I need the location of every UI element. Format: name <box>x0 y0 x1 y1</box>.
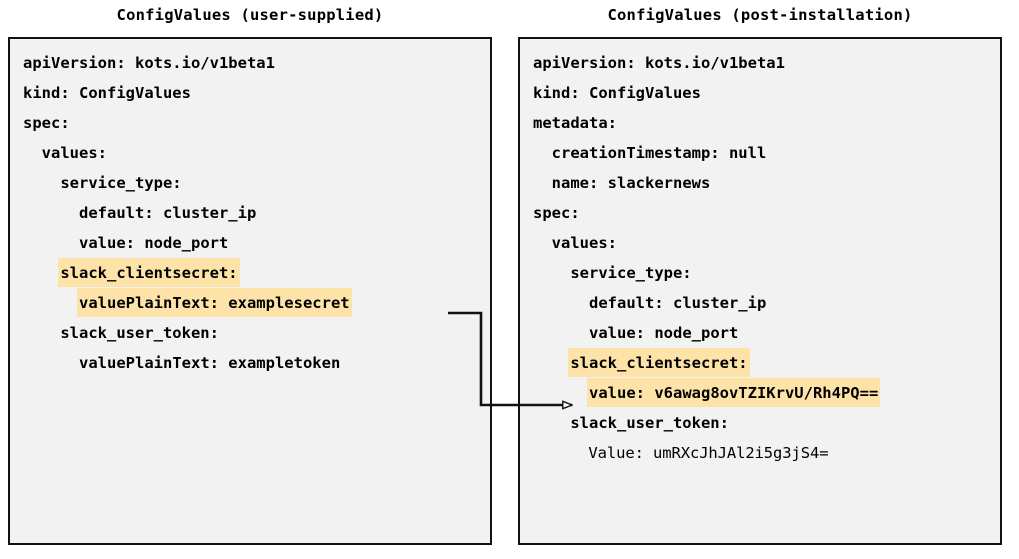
code-line-indent <box>21 204 77 222</box>
code-line: kind: ConfigValues <box>520 78 1000 108</box>
code-line-indent <box>21 324 58 342</box>
code-line-text: default: cluster_ip <box>589 294 767 312</box>
code-line: value: v6awag8ovTZIKrvU/Rh4PQ== <box>520 378 1000 408</box>
code-line: values: <box>520 228 1000 258</box>
code-line-text: valuePlainText: exampletoken <box>79 354 341 372</box>
code-line: metadata: <box>520 108 1000 138</box>
code-line-indent <box>531 324 587 342</box>
code-line: slack_user_token: <box>10 318 490 348</box>
right-code-box: apiVersion: kots.io/v1beta1 kind: ConfigV… <box>518 37 1002 545</box>
code-line: value: node_port <box>10 228 490 258</box>
code-line: kind: ConfigValues <box>10 78 490 108</box>
code-line: slack_clientsecret: <box>520 348 1000 378</box>
code-line-text: slack_clientsecret: <box>568 348 750 377</box>
code-line-indent <box>531 264 568 282</box>
code-line-text: slack_user_token: <box>60 324 219 342</box>
code-line-text: value: node_port <box>589 324 739 342</box>
code-line: service_type: <box>10 168 490 198</box>
code-line: valuePlainText: examplesecret <box>10 288 490 318</box>
code-line-text: values: <box>41 144 107 162</box>
code-line-text: kind: ConfigValues <box>23 84 191 102</box>
code-line: spec: <box>10 108 490 138</box>
code-line-indent <box>21 174 58 192</box>
code-line-text: metadata: <box>533 114 617 132</box>
code-line-indent <box>531 414 568 432</box>
code-line: creationTimestamp: null <box>520 138 1000 168</box>
code-line-indent <box>531 234 550 252</box>
code-line-text: spec: <box>23 114 70 132</box>
code-line-indent <box>531 354 568 372</box>
right-panel: ConfigValues (post-installation) apiVers… <box>516 0 1012 559</box>
right-code-lines: apiVersion: kots.io/v1beta1 kind: ConfigV… <box>520 48 1000 468</box>
code-line-indent <box>21 264 58 282</box>
code-line-text: apiVersion: kots.io/v1beta1 <box>533 54 785 72</box>
code-line: Value: umRXcJhJAl2i5g3jS4= <box>520 438 1000 468</box>
code-line: valuePlainText: exampletoken <box>10 348 490 378</box>
code-line-indent <box>21 354 77 372</box>
code-line: service_type: <box>520 258 1000 288</box>
left-code-lines: apiVersion: kots.io/v1beta1 kind: ConfigV… <box>10 48 490 378</box>
code-line: slack_user_token: <box>520 408 1000 438</box>
code-line-text: valuePlainText: examplesecret <box>77 288 352 317</box>
code-line-text: service_type: <box>60 174 182 192</box>
code-line: apiVersion: kots.io/v1beta1 <box>520 48 1000 78</box>
code-line-indent <box>531 144 550 162</box>
code-line-text: apiVersion: kots.io/v1beta1 <box>23 54 275 72</box>
code-line-indent <box>531 174 550 192</box>
left-panel: ConfigValues (user-supplied) apiVersion:… <box>6 0 502 559</box>
code-line-indent <box>531 444 586 462</box>
code-line: slack_clientsecret: <box>10 258 490 288</box>
code-line-indent <box>531 294 587 312</box>
code-line: values: <box>10 138 490 168</box>
code-line-text: value: node_port <box>79 234 229 252</box>
code-line-text: Value: umRXcJhJAl2i5g3jS4= <box>588 444 829 462</box>
code-line: spec: <box>520 198 1000 228</box>
code-line-indent <box>21 294 77 312</box>
code-line: value: node_port <box>520 318 1000 348</box>
code-line-text: values: <box>551 234 617 252</box>
code-line: name: slackernews <box>520 168 1000 198</box>
code-line-text: slack_clientsecret: <box>58 258 240 287</box>
code-line-indent <box>531 384 587 402</box>
code-line-text: creationTimestamp: null <box>551 144 767 162</box>
code-line-text: spec: <box>533 204 580 222</box>
code-line-text: name: slackernews <box>551 174 711 192</box>
code-line-text: service_type: <box>570 264 692 282</box>
code-line: default: cluster_ip <box>520 288 1000 318</box>
left-code-box: apiVersion: kots.io/v1beta1 kind: ConfigV… <box>8 37 492 545</box>
right-panel-title: ConfigValues (post-installation) <box>607 6 913 24</box>
code-line-indent <box>21 234 77 252</box>
code-line-text: kind: ConfigValues <box>533 84 701 102</box>
code-line-indent <box>21 144 40 162</box>
code-line-text: value: v6awag8ovTZIKrvU/Rh4PQ== <box>587 378 881 407</box>
code-line-text: default: cluster_ip <box>79 204 257 222</box>
left-panel-title: ConfigValues (user-supplied) <box>116 6 384 24</box>
code-line-text: slack_user_token: <box>570 414 729 432</box>
code-line: default: cluster_ip <box>10 198 490 228</box>
code-line: apiVersion: kots.io/v1beta1 <box>10 48 490 78</box>
